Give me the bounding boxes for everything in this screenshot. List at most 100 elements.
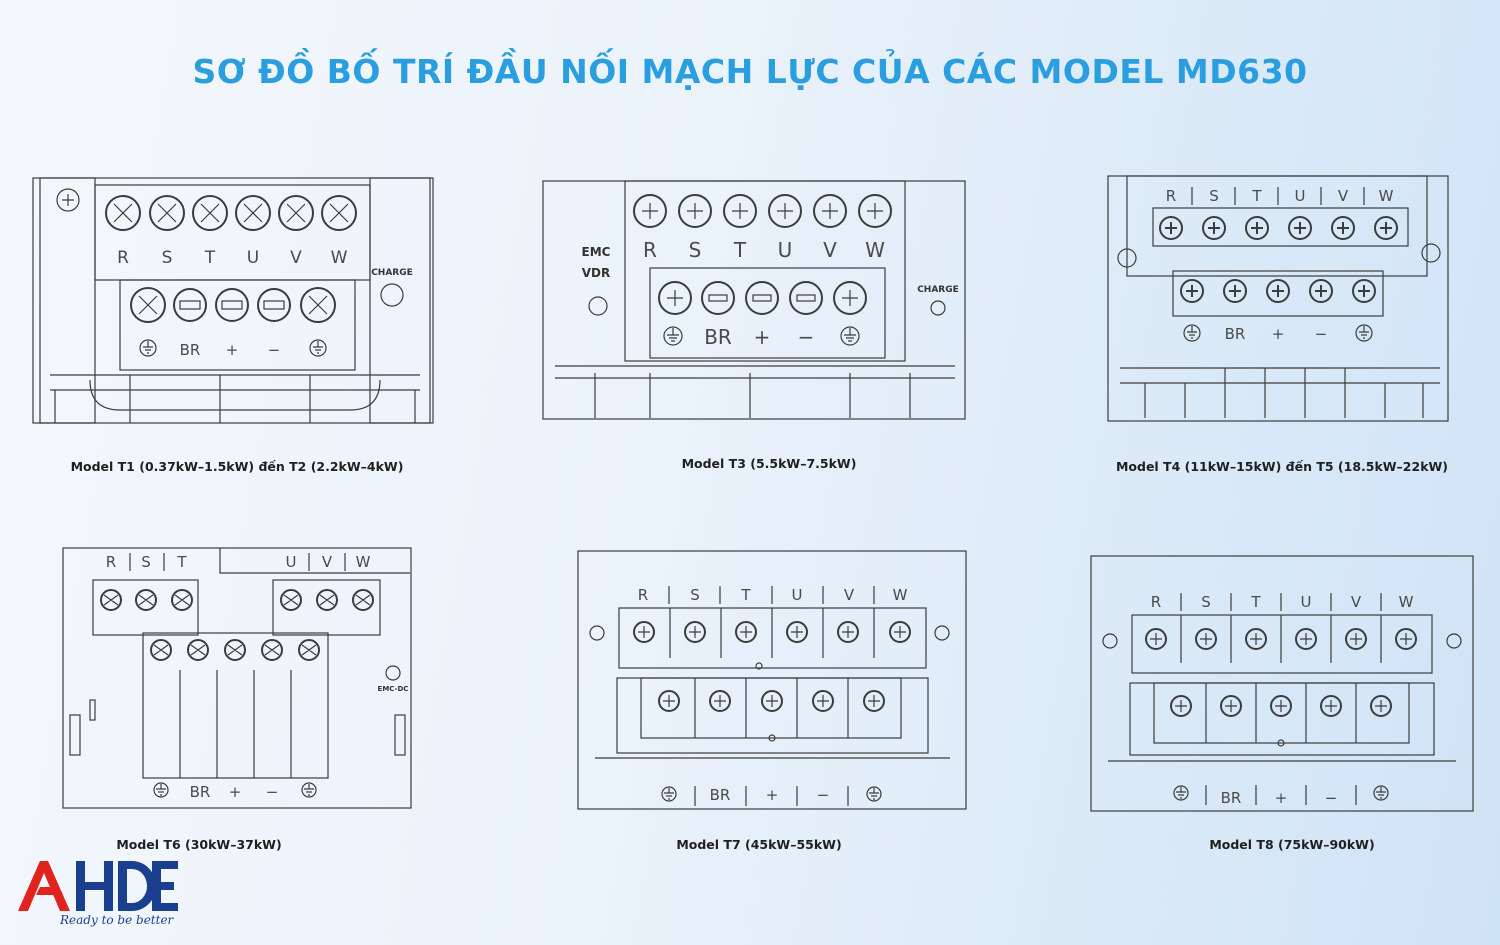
page-title: SƠ ĐỒ BỐ TRÍ ĐẦU NỐI MẠCH LỰC CỦA CÁC MO…: [192, 52, 1308, 91]
aux-terminals: [1170, 695, 1392, 717]
terminal-label-v: V: [1351, 593, 1362, 611]
ground-icon: [139, 339, 157, 357]
caption-t8: Model T8 (75kW–90kW): [1209, 837, 1375, 852]
terminal-label-v: V: [823, 238, 837, 262]
terminal-label-plus: +: [766, 786, 779, 804]
terminal-label-minus: −: [268, 341, 281, 359]
main-terminals: [633, 621, 911, 643]
aux-terminals: [1180, 279, 1376, 303]
ground-icon: [301, 782, 317, 798]
terminal-label-minus: −: [817, 786, 830, 804]
ground-icon: [840, 326, 860, 346]
ground-icon: [661, 786, 677, 802]
caption-t7: Model T7 (45kW–55kW): [676, 837, 842, 852]
terminal-label-br: BR: [1221, 789, 1242, 807]
ground-icon: [309, 339, 327, 357]
ahde-logo: [18, 861, 178, 911]
terminal-label-v: V: [322, 553, 333, 571]
terminal-label-plus: +: [1272, 325, 1285, 343]
terminal-label-t: T: [204, 248, 216, 268]
main-terminals: [633, 194, 892, 228]
caption-t1-t2: Model T1 (0.37kW–1.5kW) đến T2 (2.2kW–4k…: [70, 459, 404, 474]
terminal-layout-t8: R S T U V W BR + −: [1090, 555, 1474, 812]
terminal-label-minus: −: [1315, 325, 1328, 343]
terminal-label-br: BR: [190, 783, 211, 801]
terminal-label-minus: −: [1325, 789, 1338, 807]
aux-terminals: [658, 690, 885, 712]
caption-t4-t5: Model T4 (11kW–15kW) đến T5 (18.5kW–22kW…: [1115, 459, 1449, 474]
terminal-label-r: R: [643, 238, 657, 262]
emc-label: EMC: [582, 245, 611, 259]
terminal-layout-t3: R S T U V W BR + − EMC VDR CHARGE: [542, 180, 966, 420]
terminal-label-br: BR: [710, 786, 731, 804]
terminal-label-w: W: [331, 248, 348, 268]
terminal-label-r: R: [117, 248, 129, 268]
terminal-label-s: S: [141, 553, 151, 571]
main-terminals: [105, 195, 357, 231]
diagram-t1-t2: R S T U V W BR + − CHARGE: [30, 175, 440, 430]
terminal-label-r: R: [1151, 593, 1161, 611]
terminal-label-s: S: [689, 238, 702, 262]
logo-tagline: Ready to be better: [60, 913, 174, 927]
terminal-label-plus: +: [229, 783, 242, 801]
main-terminals: [1159, 216, 1398, 240]
diagram-t3: R S T U V W BR + − EMC VDR CHARGE: [540, 178, 970, 423]
terminal-label-t: T: [733, 238, 747, 262]
terminal-layout-t4-t5: R S T U V W BR + −: [1107, 175, 1449, 422]
terminal-label-br: BR: [704, 325, 732, 349]
terminal-label-r: R: [1166, 187, 1176, 205]
terminal-label-minus: −: [266, 783, 279, 801]
main-terminals: [1145, 628, 1417, 650]
terminal-label-s: S: [162, 248, 173, 268]
terminal-label-plus: +: [226, 341, 239, 359]
terminal-label-u: U: [1295, 187, 1306, 205]
terminal-label-plus: +: [754, 325, 771, 349]
terminal-label-t: T: [1250, 593, 1261, 611]
terminal-label-u: U: [286, 553, 297, 571]
terminal-label-s: S: [1209, 187, 1219, 205]
terminal-layout-t7: R S T U V W BR + −: [577, 550, 967, 810]
terminal-label-u: U: [1301, 593, 1312, 611]
caption-t3: Model T3 (5.5kW–7.5kW): [681, 456, 857, 471]
terminal-label-w: W: [893, 586, 908, 604]
terminal-label-br: BR: [1225, 325, 1246, 343]
terminal-label-u: U: [247, 248, 259, 268]
ground-icon: [866, 786, 882, 802]
terminal-label-t: T: [740, 586, 751, 604]
terminal-label-minus: −: [798, 325, 815, 349]
ground-icon: [663, 326, 683, 346]
terminal-label-r: R: [638, 586, 648, 604]
diagram-t7: R S T U V W BR + −: [575, 548, 970, 813]
charge-label: CHARGE: [917, 285, 959, 295]
terminal-label-u: U: [778, 238, 793, 262]
charge-label: CHARGE: [371, 268, 413, 278]
ground-icon: [1373, 785, 1389, 801]
main-terminals: [100, 589, 374, 611]
terminal-label-s: S: [690, 586, 700, 604]
ground-icon: [1355, 324, 1373, 342]
vdr-label: VDR: [582, 266, 611, 280]
caption-t6: Model T6 (30kW–37kW): [116, 837, 282, 852]
diagram-t6: R S T U V W BR + − EMC-DC: [60, 545, 415, 810]
terminal-label-v: V: [1338, 187, 1349, 205]
terminal-layout-t1-t2: R S T U V W BR + − CHARGE: [32, 177, 434, 424]
terminal-label-t: T: [1251, 187, 1262, 205]
terminal-label-r: R: [106, 553, 116, 571]
terminal-label-w: W: [356, 553, 371, 571]
terminal-label-v: V: [290, 248, 302, 268]
terminal-label-v: V: [844, 586, 855, 604]
terminal-label-u: U: [792, 586, 803, 604]
ground-icon: [153, 782, 169, 798]
ground-icon: [1173, 785, 1189, 801]
terminal-label-s: S: [1201, 593, 1211, 611]
terminal-label-plus: +: [1275, 789, 1288, 807]
terminal-label-br: BR: [180, 341, 201, 359]
aux-terminals: [658, 281, 867, 315]
ground-icon: [1183, 324, 1201, 342]
terminal-label-w: W: [1399, 593, 1414, 611]
diagram-t4-t5: R S T U V W BR + −: [1105, 173, 1455, 428]
terminal-label-w: W: [1379, 187, 1394, 205]
terminal-label-w: W: [865, 238, 885, 262]
aux-terminals: [130, 287, 336, 323]
terminal-label-t: T: [176, 553, 187, 571]
